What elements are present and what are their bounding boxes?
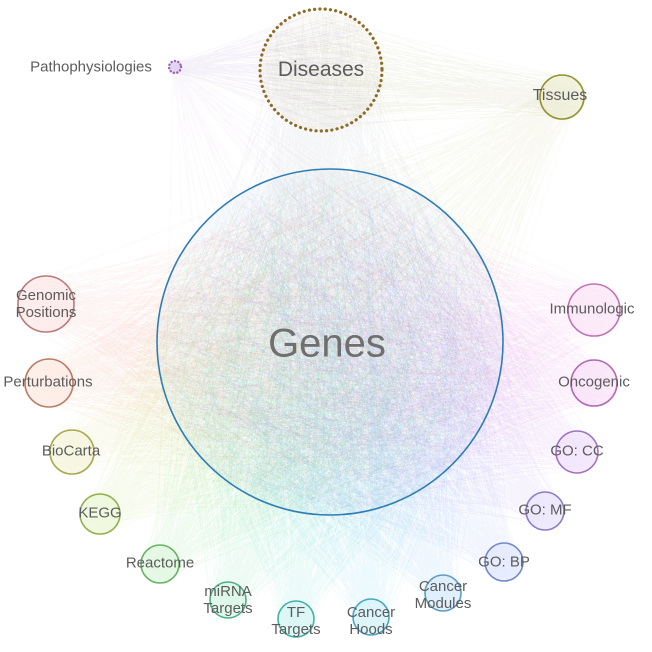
- node-underlay-tissues: [540, 75, 584, 119]
- node-circle-go-cc[interactable]: [555, 430, 599, 474]
- node-circle-genes[interactable]: [156, 168, 504, 516]
- edge-bundle-genes-tissues: [169, 75, 584, 509]
- edge-bundle-genes-perturbations: [26, 173, 498, 508]
- node-circle-perturbations[interactable]: [24, 358, 74, 408]
- node-underlay-reactome: [141, 545, 179, 583]
- node-circle-tf-targets[interactable]: [277, 600, 315, 638]
- node-underlay-perturbations: [25, 359, 73, 407]
- node-underlay-go-cc: [556, 431, 598, 473]
- node-underlay-cancer-modules: [425, 575, 461, 611]
- node-circle-go-mf[interactable]: [525, 491, 565, 531]
- edge-bundle-genes-mirna-targets: [168, 171, 490, 618]
- node-underlay-cancer-hoods: [353, 599, 389, 635]
- edge-bundle-genes-reactome: [141, 175, 502, 582]
- node-circle-biocarta[interactable]: [49, 429, 95, 475]
- edge-bundle-genes-cancer-modules: [159, 176, 491, 610]
- node-circle-cancer-hoods[interactable]: [352, 598, 390, 636]
- edge-bundle-genes-go-cc: [165, 183, 598, 513]
- edge-bundle-diseases-pathophysiologies: [169, 13, 370, 128]
- node-circle-kegg[interactable]: [79, 493, 121, 535]
- edge-bundle-genes-genomic-positions: [18, 178, 476, 511]
- node-circle-diseases[interactable]: [258, 7, 384, 133]
- node-circle-reactome[interactable]: [140, 544, 180, 584]
- node-underlay-go-mf: [526, 492, 564, 530]
- edge-bundle-genes-immunologic: [168, 179, 619, 512]
- node-circle-pathophysiologies[interactable]: [167, 59, 183, 75]
- node-underlay-kegg: [80, 494, 120, 534]
- edge-bundle-genes-tf-targets: [164, 173, 493, 637]
- node-circle-immunologic[interactable]: [567, 283, 621, 337]
- node-underlay-oncogenic: [571, 360, 617, 406]
- node-circle-oncogenic[interactable]: [570, 359, 618, 407]
- node-underlay-biocarta: [50, 430, 94, 474]
- node-underlay-immunologic: [568, 284, 620, 336]
- edge-bundle-genes-oncogenic: [163, 177, 617, 511]
- node-circle-genomic-positions[interactable]: [17, 275, 75, 333]
- edge-bundle-diseases-tissues: [265, 14, 584, 130]
- node-underlay-mirna-targets: [210, 582, 246, 618]
- node-circle-cancer-modules[interactable]: [424, 574, 462, 612]
- node-underlay-genomic-positions: [18, 276, 74, 332]
- node-circle-mirna-targets[interactable]: [209, 581, 247, 619]
- node-circle-tissues[interactable]: [539, 74, 585, 120]
- edge-bundle-genes-diseases: [157, 10, 500, 512]
- edge-bundle-genes-cancer-hoods: [165, 169, 490, 634]
- node-underlay-tf-targets: [278, 601, 314, 637]
- node-underlay-go-bp: [485, 543, 523, 581]
- edge-bundle-genes-pathophysiologies: [167, 61, 474, 482]
- node-underlay-pathophysiologies: [169, 61, 181, 73]
- edge-bundle-genes-go-mf: [163, 174, 564, 530]
- node-circle-go-bp[interactable]: [484, 542, 524, 582]
